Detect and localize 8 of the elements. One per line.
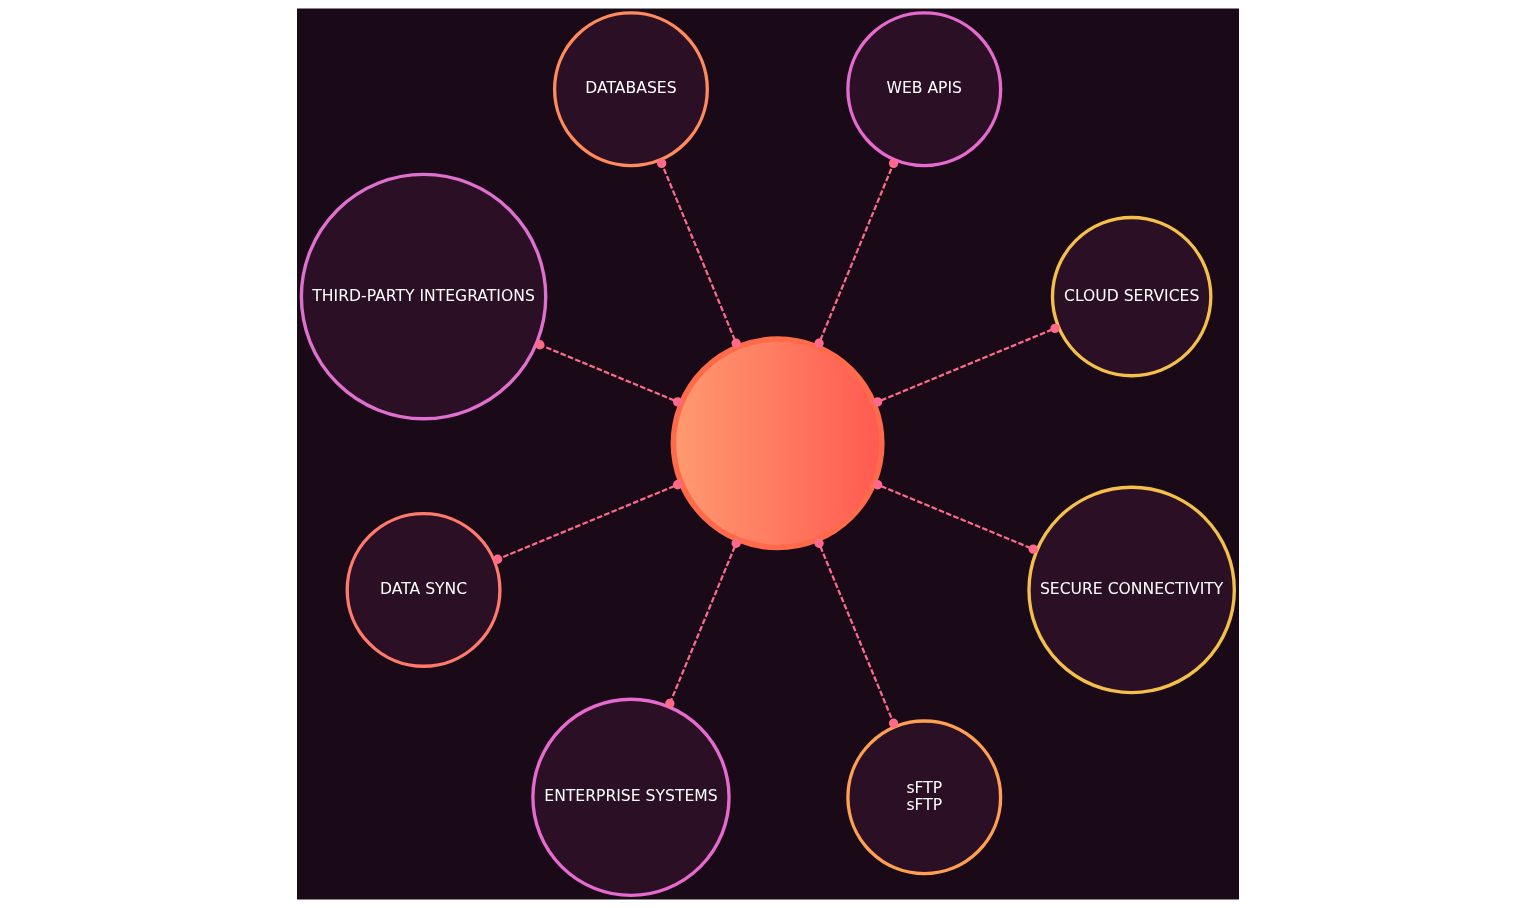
connector: [813, 158, 898, 348]
connector: [664, 538, 741, 709]
connector: [656, 158, 741, 348]
connector: [813, 538, 898, 728]
connector: [872, 323, 1060, 407]
connector: [534, 340, 682, 407]
connector: [492, 480, 682, 564]
connector: [872, 480, 1038, 554]
